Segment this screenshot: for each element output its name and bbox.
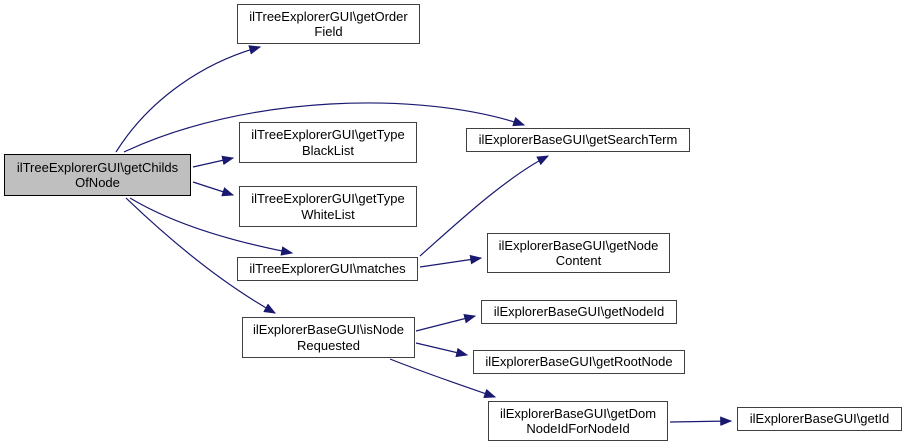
node-getTypeBlackList[interactable]: ilTreeExplorerGUI\getType BlackList (239, 122, 417, 163)
edge-getChildsOfNode-getSearchTerm (123, 102, 526, 153)
edge-isNodeRequested-getDomNodeIdForNodeId (389, 358, 497, 398)
node-getNodeContent[interactable]: ilExplorerBaseGUI\getNode Content (487, 233, 670, 273)
node-getRootNode[interactable]: ilExplorerBaseGUI\getRootNode (473, 350, 685, 374)
edge-getDomNodeIdForNodeId-getId (669, 416, 733, 426)
node-getChildsOfNode: ilTreeExplorerGUI\getChilds OfNode (4, 154, 191, 196)
edge-getChildsOfNode-getTypeWhiteList (192, 181, 235, 197)
edge-getChildsOfNode-getTypeBlackList (192, 155, 235, 168)
node-getDomNodeIdForNodeId[interactable]: ilExplorerBaseGUI\getDom NodeIdForNodeId (488, 401, 668, 441)
node-getTypeWhiteList[interactable]: ilTreeExplorerGUI\getType WhiteList (239, 186, 417, 227)
edge-getChildsOfNode-isNodeRequested (125, 197, 277, 314)
node-matches[interactable]: ilTreeExplorerGUI\matches (237, 257, 418, 281)
node-getOrderField[interactable]: ilTreeExplorerGUI\getOrder Field (237, 4, 420, 44)
edge-getChildsOfNode-getOrderField (115, 45, 262, 153)
node-getNodeId[interactable]: ilExplorerBaseGUI\getNodeId (481, 300, 677, 324)
edge-isNodeRequested-getRootNode (415, 342, 469, 358)
node-getId[interactable]: ilExplorerBaseGUI\getId (737, 407, 902, 431)
node-getSearchTerm[interactable]: ilExplorerBaseGUI\getSearchTerm (466, 128, 690, 152)
node-isNodeRequested[interactable]: ilExplorerBaseGUI\isNode Requested (242, 317, 415, 358)
edge-isNodeRequested-getNodeId (415, 314, 477, 332)
edge-matches-getNodeContent (419, 254, 483, 268)
edge-matches-getSearchTerm (419, 155, 550, 257)
edge-getChildsOfNode-matches (129, 197, 294, 256)
